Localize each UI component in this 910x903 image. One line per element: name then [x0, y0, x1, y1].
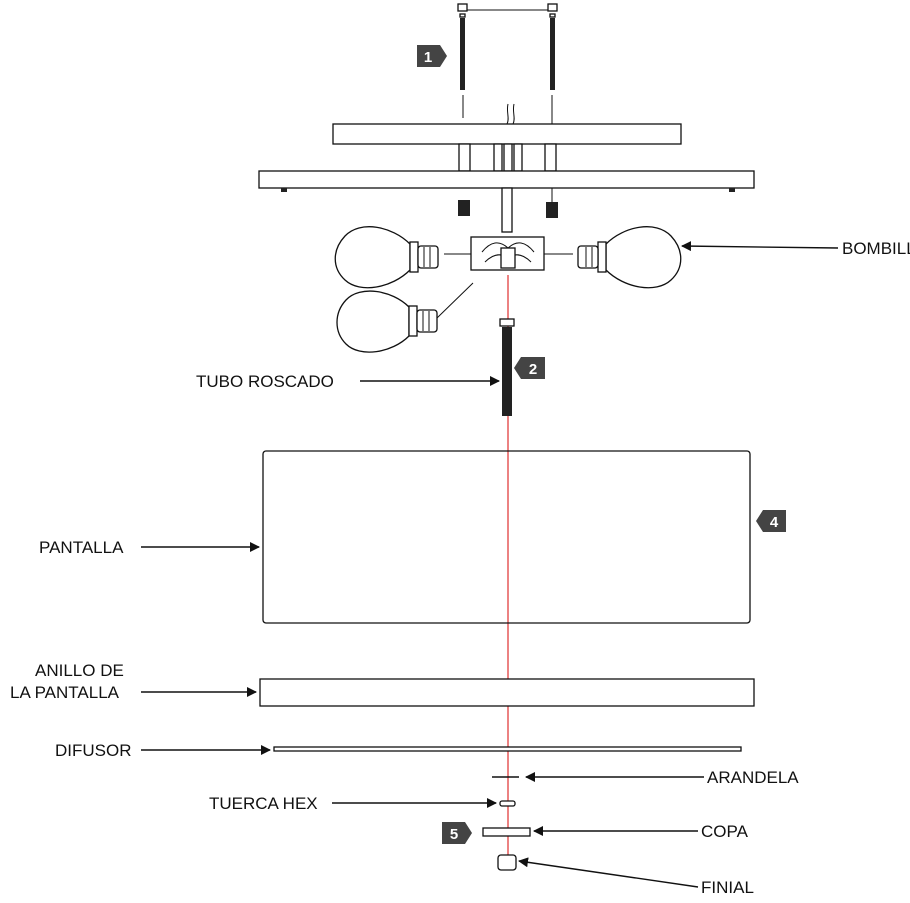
threaded-pipe: [499, 318, 515, 416]
label-copa: COPA: [701, 822, 749, 841]
label-arandela: ARANDELA: [707, 768, 799, 787]
step-4-badge: 4: [756, 510, 786, 532]
bulb-right: [577, 226, 682, 289]
bulb-left-bottom: [336, 282, 474, 353]
bulb-left-top: [334, 226, 439, 289]
finial-leader: [518, 857, 699, 888]
label-finial: FINIAL: [701, 878, 754, 897]
step-1-badge: 1: [417, 45, 447, 67]
shade: [262, 450, 751, 624]
step-5-number: 5: [450, 826, 458, 843]
bombilla-leader: [681, 241, 839, 252]
mounting-screws: [457, 3, 558, 210]
cup: [482, 827, 531, 837]
label-difusor: DIFUSOR: [55, 741, 132, 760]
step-4-number: 4: [770, 514, 779, 531]
label-anillo-line1: ANILLO DE: [35, 661, 124, 680]
step-5-badge: 5: [442, 822, 472, 844]
step-1-number: 1: [424, 49, 432, 66]
finial: [497, 854, 517, 871]
socket-cluster: [444, 236, 573, 271]
canopy-upper-plate: [332, 123, 682, 145]
right-knob: [546, 202, 558, 218]
diffuser: [273, 746, 742, 752]
label-pantalla: PANTALLA: [39, 538, 124, 557]
left-knob: [458, 200, 470, 216]
step-2-number: 2: [529, 361, 537, 378]
hex-nut: [499, 800, 516, 807]
step-2-badge: 2: [514, 357, 545, 379]
canopy-lower-plate: [258, 170, 755, 189]
shade-ring: [259, 678, 755, 707]
label-anillo-line2: LA PANTALLA: [10, 683, 120, 702]
label-tubo-roscado: TUBO ROSCADO: [196, 372, 334, 391]
canopy-posts: [458, 143, 557, 172]
label-bombilla: BOMBILLA: [842, 239, 910, 258]
label-tuerca-hex: TUERCA HEX: [209, 794, 318, 813]
stem: [501, 187, 513, 233]
